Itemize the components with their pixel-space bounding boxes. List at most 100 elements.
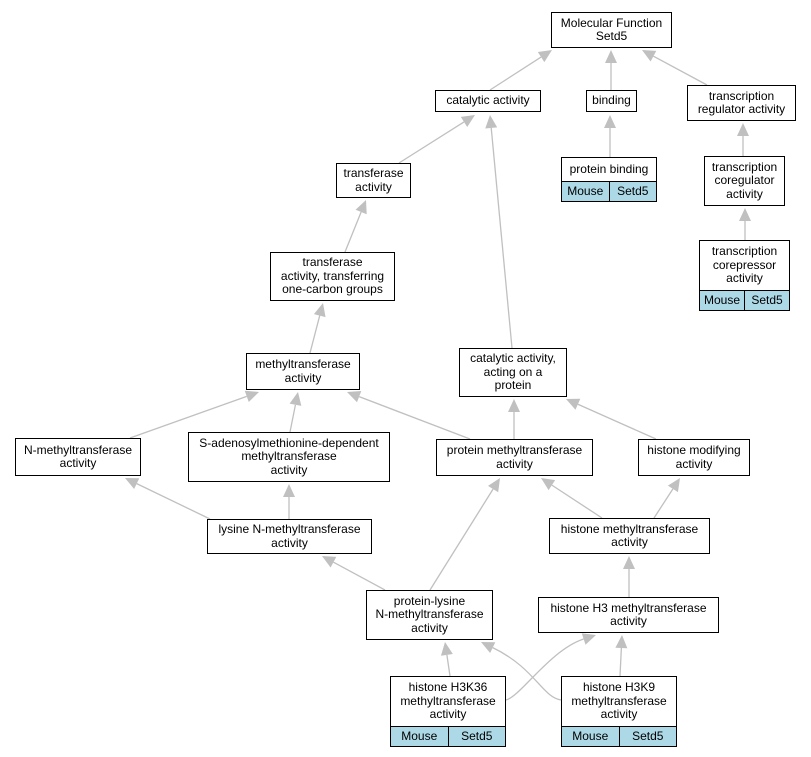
- node-h3mt[interactable]: histone H3 methyltransferase activity: [538, 597, 719, 633]
- edge-line: [358, 396, 471, 440]
- arrowhead: [313, 303, 326, 318]
- arrowhead: [604, 115, 616, 128]
- node-transf[interactable]: transferase activity: [336, 163, 411, 198]
- edge-treg-mf: [642, 50, 708, 86]
- arrowhead: [739, 208, 751, 221]
- edge-pmt-catp: [508, 399, 520, 439]
- edge-h3k9-h3mt: [615, 635, 628, 677]
- edge-lnmt-sam: [283, 484, 295, 519]
- arrowhead: [581, 633, 596, 645]
- node-label: histone H3 methyltransferase activity: [550, 600, 707, 628]
- node-tocg[interactable]: transferase activity, transferring one-c…: [270, 252, 395, 301]
- gene-cell[interactable]: Setd5: [447, 727, 505, 746]
- edge-h3k9-plnmt: [481, 642, 562, 701]
- edge-line: [551, 484, 603, 519]
- edge-line: [577, 403, 657, 440]
- arrowhead: [481, 642, 496, 654]
- organism-cell[interactable]: Mouse: [562, 182, 609, 201]
- arrowhead: [322, 556, 337, 568]
- arrowhead: [460, 115, 475, 128]
- node-lnmt[interactable]: lysine N-methyltransferase activity: [207, 519, 372, 554]
- edge-h3mt-hmt: [623, 556, 635, 597]
- node-hmt[interactable]: histone methyltransferase activity: [549, 518, 710, 554]
- edge-h3k36-h3mt: [505, 633, 596, 701]
- edge-line: [129, 395, 247, 439]
- node-label: binding: [592, 93, 631, 108]
- node-label: protein-lysine N-methyltransferase activ…: [375, 593, 484, 635]
- organism-cell[interactable]: Mouse: [562, 727, 619, 746]
- arrowhead: [289, 392, 302, 406]
- edge-line: [490, 127, 513, 349]
- arrowhead: [485, 115, 498, 129]
- edge-pmt-mt: [347, 391, 471, 440]
- edge-line: [505, 638, 584, 701]
- arrowhead: [566, 398, 581, 410]
- edge-line: [429, 488, 494, 591]
- node-nmt[interactable]: N-methyltransferase activity: [15, 438, 141, 476]
- edge-line: [344, 211, 362, 253]
- edge-hmod-catp: [566, 398, 657, 440]
- edge-mt-tocg: [309, 303, 326, 354]
- node-h3k36[interactable]: histone H3K36 methyltransferase activity…: [390, 676, 506, 747]
- arrowhead: [508, 399, 520, 412]
- gene-cell[interactable]: Setd5: [744, 291, 789, 310]
- edge-cat-mf: [489, 50, 552, 91]
- node-pmt[interactable]: protein methyltransferase activity: [436, 439, 593, 476]
- edge-line: [492, 647, 562, 701]
- arrowhead: [737, 123, 749, 136]
- edge-plnmt-pmt: [429, 478, 500, 591]
- node-label: protein binding: [569, 161, 649, 176]
- edge-line: [489, 56, 542, 91]
- node-bind[interactable]: binding: [586, 90, 637, 112]
- organism-cell[interactable]: Mouse: [700, 291, 744, 310]
- arrowhead: [623, 556, 635, 569]
- node-catp[interactable]: catalytic activity, acting on a protein: [459, 348, 567, 397]
- edge-hmt-hmod: [653, 478, 680, 519]
- node-plnmt[interactable]: protein-lysine N-methyltransferase activ…: [366, 590, 493, 640]
- node-mf[interactable]: Molecular Function Setd5: [551, 12, 672, 48]
- node-label: lysine N-methyltransferase activity: [218, 522, 361, 550]
- arrowhead: [244, 390, 259, 403]
- node-label: transcription coregulator activity: [711, 159, 778, 201]
- organism-cell[interactable]: Mouse: [391, 727, 448, 746]
- node-treg[interactable]: transcription regulator activity: [687, 85, 796, 121]
- node-tcoreg[interactable]: transcription coregulator activity: [704, 156, 785, 206]
- node-label: catalytic activity, acting on a protein: [470, 351, 556, 393]
- edge-nmt-mt: [129, 390, 259, 439]
- node-label: Molecular Function Setd5: [560, 15, 663, 43]
- node-label: transcription corepressor activity: [711, 244, 778, 286]
- node-hmod[interactable]: histone modifying activity: [638, 439, 750, 476]
- edge-plnmt-lnmt: [322, 556, 386, 591]
- node-cat[interactable]: catalytic activity: [435, 90, 541, 112]
- node-sam[interactable]: S-adenosylmethionine-dependent methyltra…: [188, 432, 390, 482]
- arrowhead: [125, 478, 140, 490]
- node-mt[interactable]: methyltransferase activity: [246, 353, 360, 390]
- gene-cell[interactable]: Setd5: [608, 182, 656, 201]
- edge-hmt-pmt: [541, 478, 603, 519]
- arrowhead: [605, 50, 617, 63]
- edge-line: [398, 121, 465, 164]
- node-label: S-adenosylmethionine-dependent methyltra…: [199, 435, 379, 477]
- edge-line: [136, 483, 211, 520]
- node-label: histone methyltransferase activity: [560, 521, 699, 549]
- node-label: protein methyltransferase activity: [446, 443, 583, 471]
- node-label: transferase activity, transferring one-c…: [280, 255, 385, 297]
- edge-catp-cat: [485, 115, 513, 349]
- edge-line: [653, 488, 674, 519]
- gene-cell[interactable]: Setd5: [618, 727, 676, 746]
- node-label: histone H3K9 methyltransferase activity: [571, 680, 667, 722]
- edge-tocg-transf: [344, 200, 367, 253]
- node-label: transferase activity: [343, 166, 404, 194]
- arrowhead: [347, 391, 362, 403]
- edge-line: [309, 315, 321, 354]
- edge-sam-mt: [289, 392, 302, 433]
- node-label: transcription regulator activity: [697, 88, 786, 116]
- node-label: histone modifying activity: [647, 443, 741, 471]
